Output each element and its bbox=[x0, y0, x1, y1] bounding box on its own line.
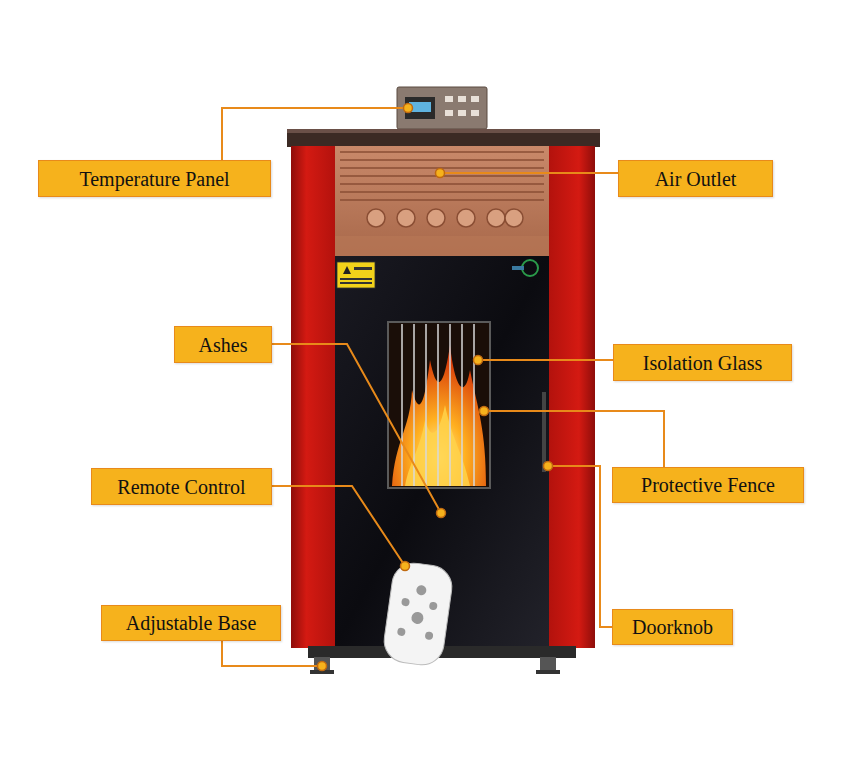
callout-label: Remote Control bbox=[117, 476, 245, 498]
callout-label: Isolation Glass bbox=[643, 352, 762, 374]
callout-label: Protective Fence bbox=[641, 474, 775, 496]
callout-box: Remote Control bbox=[91, 468, 272, 505]
callout-box: Isolation Glass bbox=[613, 344, 792, 381]
callout-box: Doorknob bbox=[612, 609, 733, 645]
callout-label: Doorknob bbox=[632, 616, 713, 638]
callout-box: Adjustable Base bbox=[101, 605, 281, 641]
callout-box: Ashes bbox=[174, 326, 272, 363]
callout-label: Ashes bbox=[199, 334, 248, 356]
callout-box: Protective Fence bbox=[612, 467, 804, 503]
callout-label: Temperature Panel bbox=[79, 168, 229, 190]
callout-box: Air Outlet bbox=[618, 160, 773, 197]
callout-label: Adjustable Base bbox=[126, 612, 257, 634]
callout-label: Air Outlet bbox=[655, 168, 737, 190]
callout-box: Temperature Panel bbox=[38, 160, 271, 197]
